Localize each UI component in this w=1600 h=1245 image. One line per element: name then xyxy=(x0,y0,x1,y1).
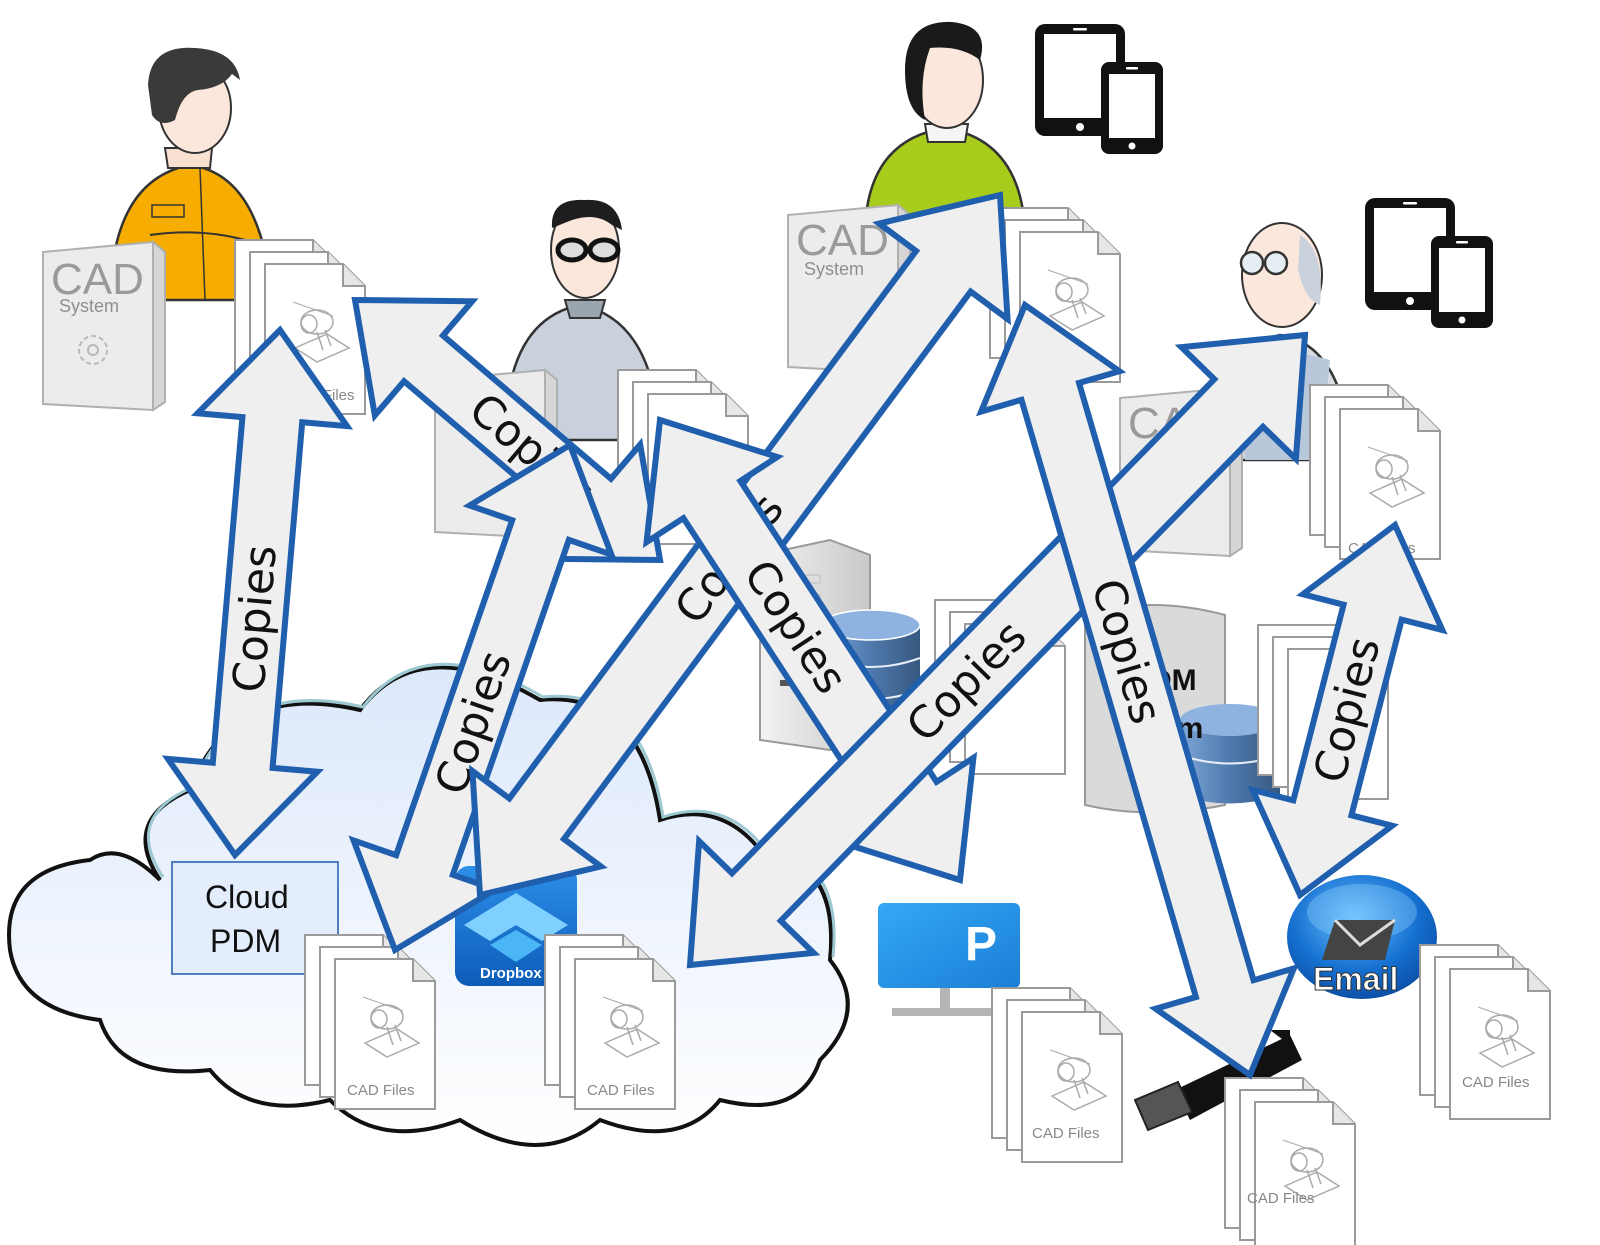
cad-files-stack: CAD Files xyxy=(1309,384,1441,560)
cad-files-stack: CAD Files xyxy=(544,934,676,1110)
cad-system-box: CAD System xyxy=(42,241,166,411)
cad-files-stack: CAD Files xyxy=(304,934,436,1110)
svg-text:CAD: CAD xyxy=(51,255,144,304)
cad-files-stack: CAD Files xyxy=(1419,944,1551,1120)
svg-text:Cloud: Cloud xyxy=(205,879,289,915)
mobile-devices-icon xyxy=(1365,198,1493,328)
svg-text:P: P xyxy=(965,918,997,971)
double-arrow-shape xyxy=(348,440,617,955)
double-arrow-shape xyxy=(975,300,1300,1080)
svg-text:CAD: CAD xyxy=(796,216,889,265)
copies-arrow: Copies xyxy=(161,325,354,860)
svg-text:CAD Files: CAD Files xyxy=(587,1082,655,1099)
svg-text:System: System xyxy=(804,259,864,279)
svg-text:CAD Files: CAD Files xyxy=(1032,1125,1100,1142)
svg-text:CAD Files: CAD Files xyxy=(1462,1074,1530,1091)
cad-files-stack: CAD Files xyxy=(1224,1077,1356,1245)
double-arrow-shape xyxy=(1247,520,1448,900)
svg-text:Dropbox: Dropbox xyxy=(480,965,542,982)
email-icon: Email xyxy=(1287,875,1437,999)
ftp-server-icon: P xyxy=(878,903,1020,1016)
svg-text:System: System xyxy=(59,296,119,316)
cad-system-box: CAD System xyxy=(787,204,911,374)
svg-text:CAD Files: CAD Files xyxy=(1247,1190,1315,1207)
double-arrow-shape xyxy=(686,331,1309,969)
svg-text:Email: Email xyxy=(1313,961,1398,997)
svg-text:PDM: PDM xyxy=(210,923,281,959)
double-arrow-shape xyxy=(161,325,354,860)
arrow-label-copies: Copies xyxy=(224,543,287,695)
cad-files-stack: CAD Files xyxy=(991,987,1123,1163)
copies-arrow: Copies xyxy=(1247,520,1448,900)
mobile-devices-icon xyxy=(1035,24,1163,154)
gear-icon xyxy=(78,335,108,365)
svg-text:CAD Files: CAD Files xyxy=(347,1082,415,1099)
